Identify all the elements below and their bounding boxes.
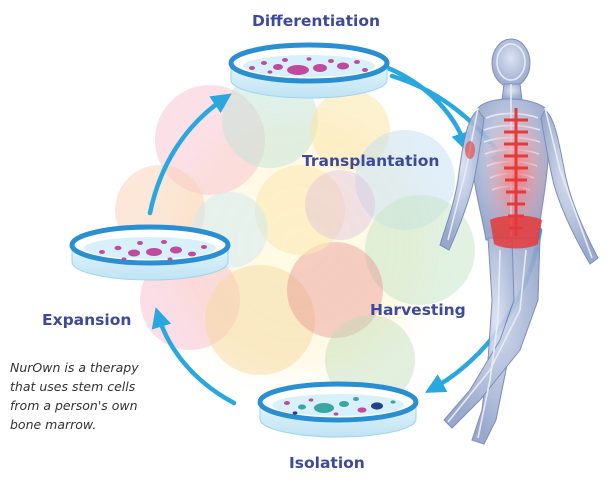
- stage-label-isolation: Isolation: [289, 454, 365, 472]
- petri-dish-icon: [231, 45, 387, 98]
- stage-label-harvesting: Harvesting: [370, 301, 466, 319]
- petri-dish-icon: [260, 384, 416, 437]
- stage-label-expansion: Expansion: [42, 311, 131, 329]
- stage-label-transplantation: Transplantation: [302, 152, 439, 170]
- stage-label-differentiation: Differentiation: [252, 12, 380, 30]
- petri-dish-icon: [72, 227, 228, 280]
- nurown-caption: NurOwn is a therapy that uses stem cells…: [10, 358, 160, 434]
